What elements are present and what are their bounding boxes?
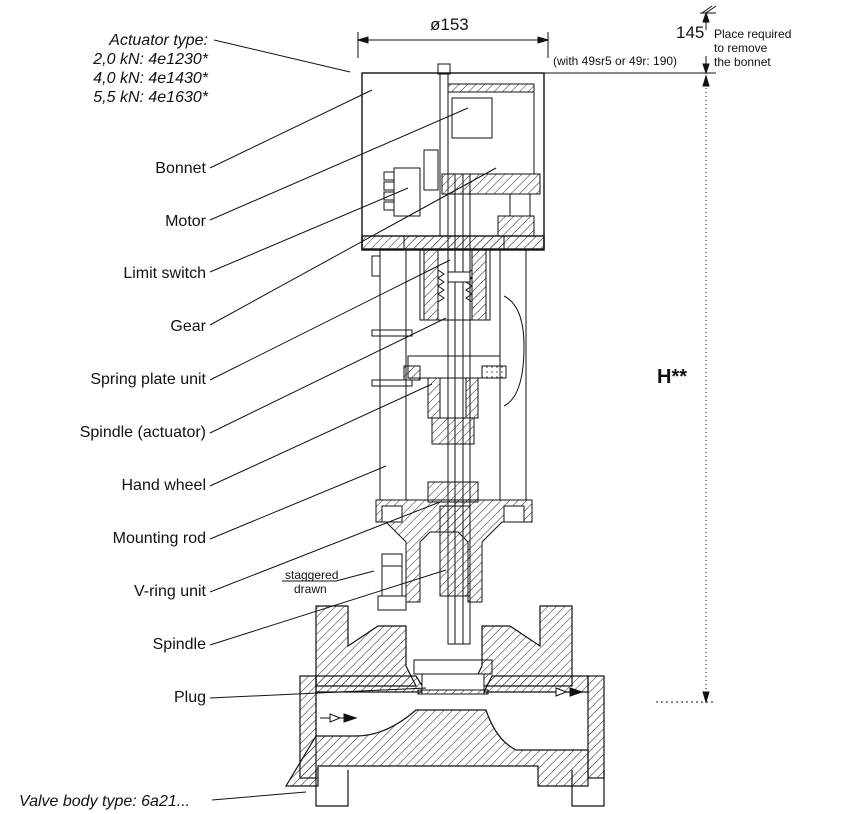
- plug-shape: [413, 659, 493, 695]
- callout-hand-wheel: Hand wheel: [121, 477, 207, 494]
- limit-switch-shape: [383, 149, 439, 217]
- clearance-value: 145: [676, 23, 705, 42]
- actuator-type-item: 2,0 kN: 4e1230*: [93, 51, 208, 68]
- valve-body-shape: [284, 605, 605, 807]
- diameter-label: ø153: [430, 15, 469, 34]
- height-label: H**: [657, 366, 688, 388]
- clearance-hint: to remove: [714, 41, 768, 55]
- valve-yoke-shape: [375, 481, 533, 611]
- callout-spindle: Spindle: [152, 636, 206, 653]
- valve-body-type: Valve body type: 6a21...: [19, 793, 191, 810]
- clearance-hint: the bonnet: [714, 55, 771, 69]
- height-dimension: [656, 74, 716, 704]
- motor-shape: [441, 83, 541, 237]
- callout-limit-switch: Limit switch: [123, 265, 206, 282]
- clearance-note: (with 49sr5 or 49r: 190): [553, 54, 678, 68]
- clearance-dimension: [544, 5, 717, 75]
- leader-lines: [209, 39, 497, 801]
- staggered-note: staggered: [285, 568, 339, 582]
- callout-mounting-rod: Mounting rod: [112, 530, 206, 547]
- staggered-note: drawn: [294, 582, 327, 596]
- actuator-type-item: 4,0 kN: 4e1430*: [93, 70, 208, 87]
- hand-wheel-shape: [403, 355, 507, 445]
- callout-v-ring-unit: V-ring unit: [133, 583, 206, 600]
- callout-spring-plate-unit: Spring plate unit: [90, 371, 206, 388]
- callout-gear: Gear: [170, 318, 206, 335]
- gear-housing-shape: [403, 235, 505, 321]
- actuator-type-title: Actuator type:: [109, 32, 208, 49]
- clearance-hint: Place required: [714, 27, 792, 41]
- callout-plug: Plug: [173, 689, 206, 706]
- callout-bonnet: Bonnet: [155, 160, 206, 177]
- callout-spindle-actuator: Spindle (actuator): [79, 424, 206, 441]
- actuator-type-item: 5,5 kN: 4e1630*: [93, 89, 208, 106]
- callout-motor: Motor: [165, 213, 206, 230]
- diameter-dimension: [356, 32, 550, 58]
- flow-arrow-icons: [320, 687, 584, 723]
